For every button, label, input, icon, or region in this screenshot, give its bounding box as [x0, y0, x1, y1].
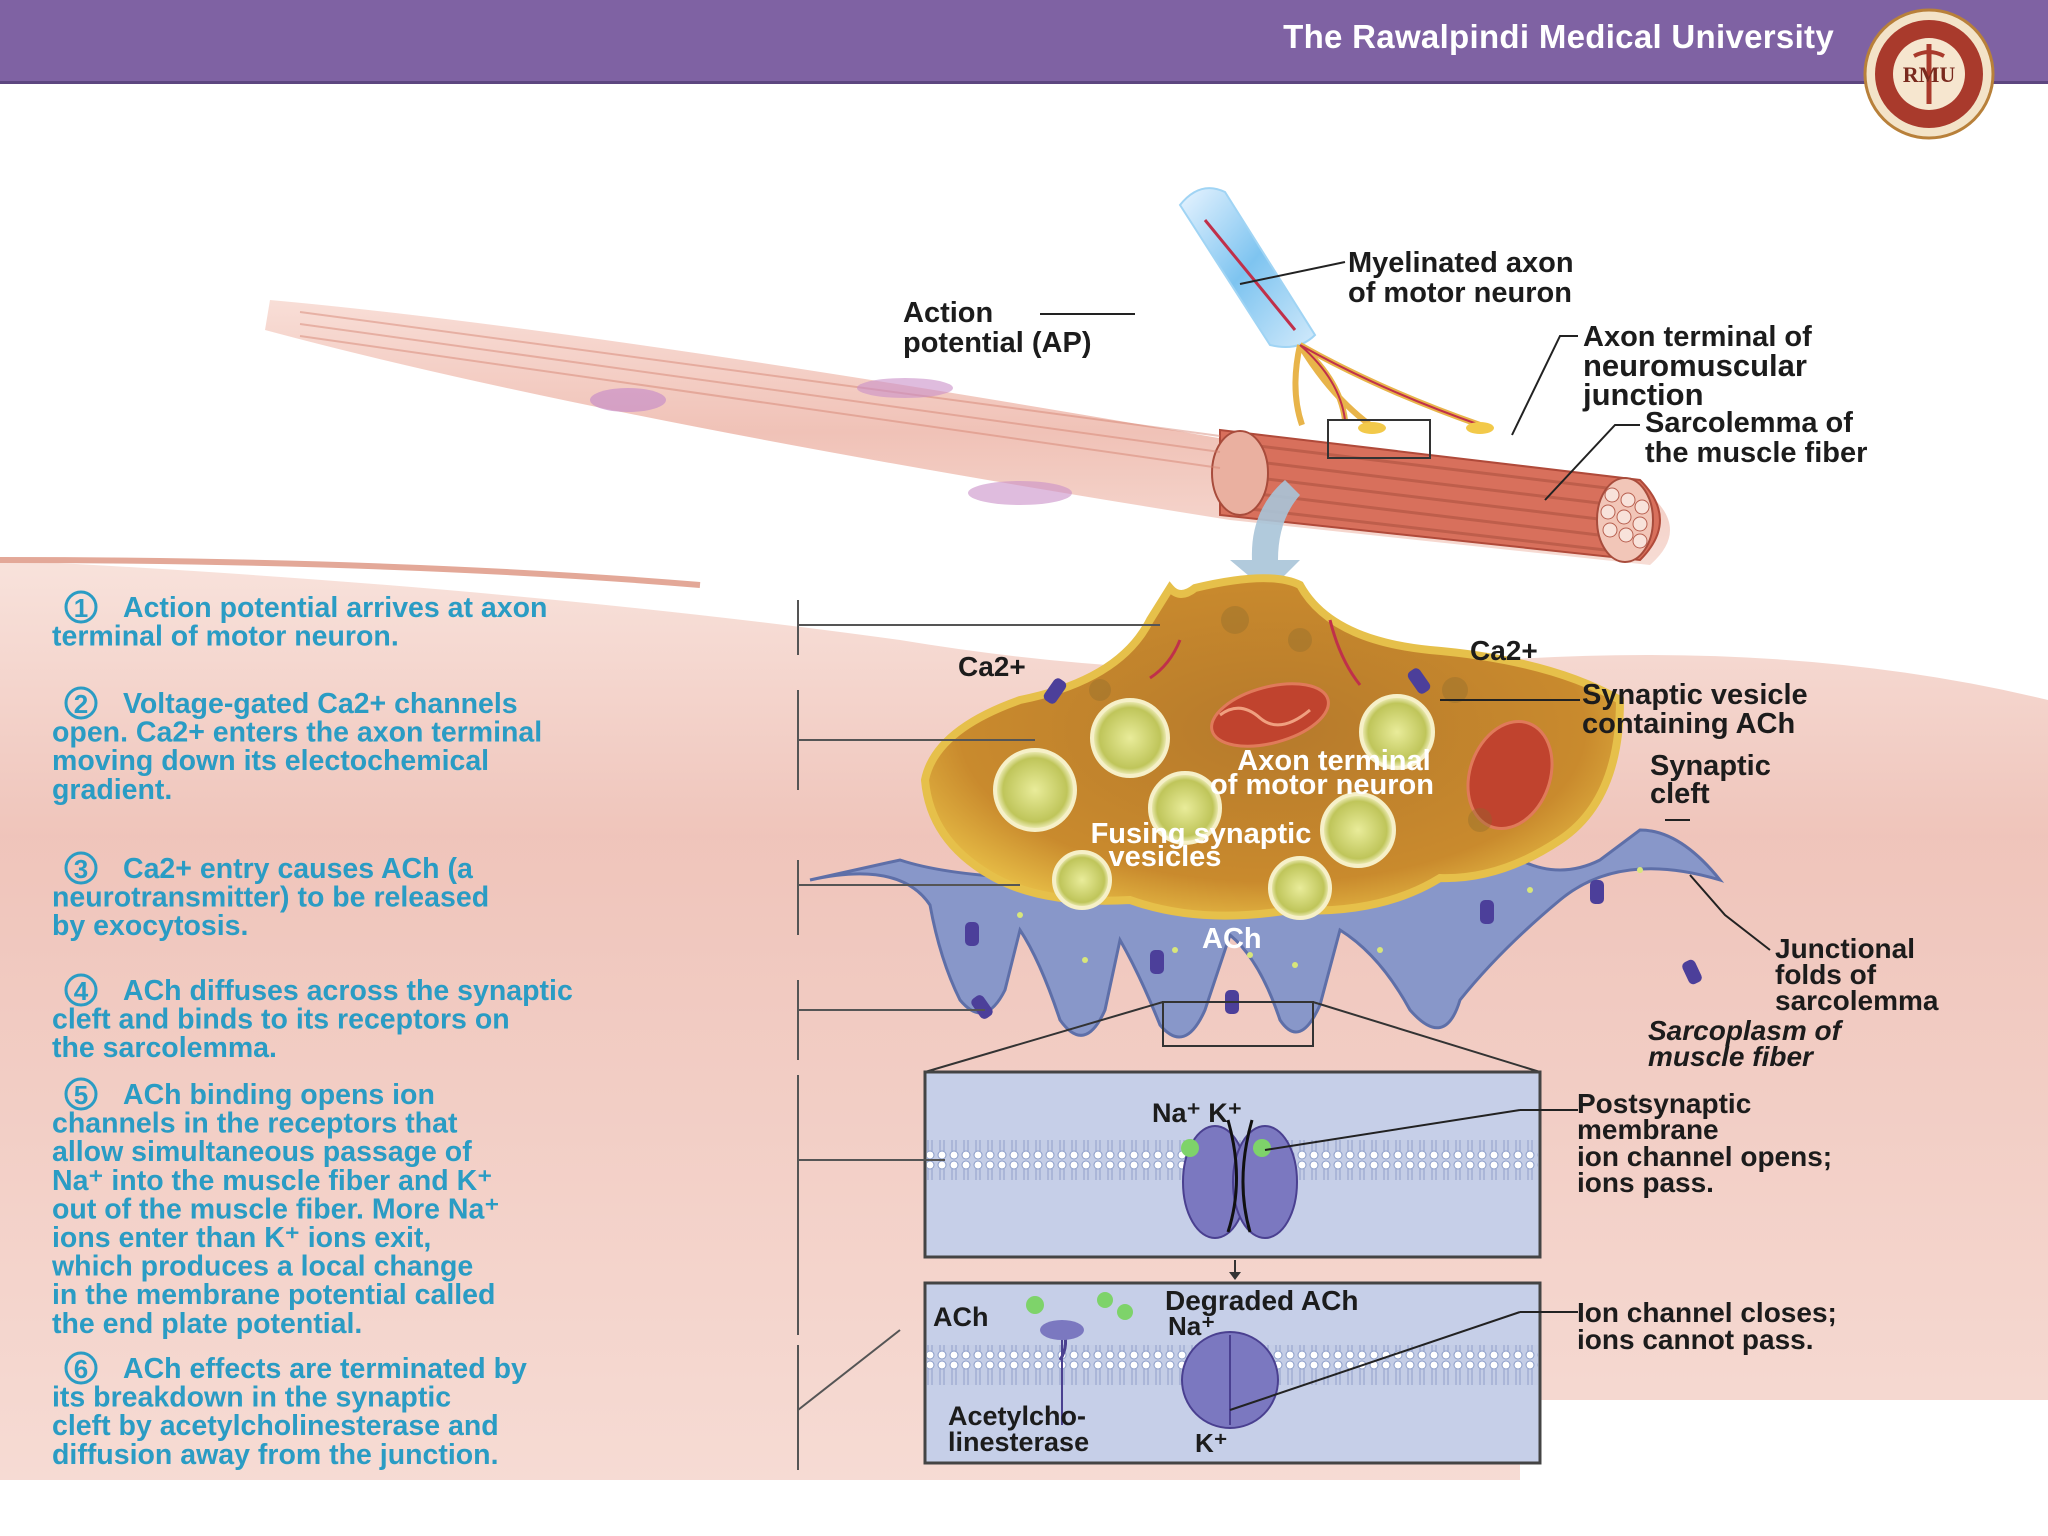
step-text-line: ACh effects are terminated by — [123, 1353, 527, 1385]
label-na-k: Na⁺ K⁺ — [1152, 1098, 1242, 1128]
step-text-line: ACh diffuses across the synaptic — [123, 975, 573, 1007]
step-1: 1 Action potential arrives at axontermina… — [52, 590, 547, 653]
label-na-inset: Na⁺ — [1168, 1311, 1215, 1341]
step-number-circle — [64, 973, 98, 1007]
label-postsynaptic: Postsynaptic membrane ion channel opens;… — [1577, 1088, 1840, 1198]
step-text-line: Action potential arrives at axon — [123, 592, 547, 624]
step-text-line: ACh binding opens ion — [123, 1079, 435, 1111]
label-degraded-ach: Degraded ACh — [1165, 1285, 1358, 1316]
label-acetylcholinesterase: Acetylcho- linesterase — [948, 1401, 1094, 1457]
step-number: 6 — [74, 1354, 88, 1384]
svg-text:RMU: RMU — [1903, 62, 1956, 87]
step-number: 5 — [74, 1080, 88, 1110]
header-bar: The Rawalpindi Medical University — [0, 0, 2048, 84]
step-number-circle — [64, 1351, 98, 1385]
step-text-line: neurotransmitter) to be released — [52, 882, 489, 914]
step-number: 1 — [74, 593, 88, 623]
axon-terminal — [920, 574, 1625, 920]
myelinated-axon — [1178, 187, 1494, 459]
label-sarcolemma: Sarcolemma of the muscle fiber — [1645, 407, 1867, 469]
step-text-line: gradient. — [52, 774, 172, 806]
step-text-line: cleft by acetylcholinesterase and — [52, 1410, 499, 1442]
inset-ion-channel-open — [923, 1070, 1542, 1259]
step-number-circle — [64, 686, 98, 720]
label-junctional-folds: Junctional folds of sarcolemma — [1775, 933, 1939, 1016]
label-action-potential: Action potential (AP) — [903, 297, 1092, 359]
muscle-fiber — [265, 300, 1670, 565]
header-title: The Rawalpindi Medical University — [1283, 18, 1834, 55]
label-ca-right: Ca2+ — [1470, 635, 1538, 666]
step-text-line: the end plate potential. — [52, 1308, 362, 1340]
university-logo: RMU — [1863, 8, 1995, 140]
label-sarcoplasm: Sarcoplasm of muscle fiber — [1648, 1015, 1849, 1072]
label-axon-terminal-motor: Axon terminal of motor neuron — [1210, 745, 1439, 801]
label-synaptic-vesicle: Synaptic vesicle containing ACh — [1582, 679, 1816, 740]
label-ach-inset: ACh — [933, 1302, 989, 1332]
step-text-line: its breakdown in the synaptic — [52, 1382, 451, 1414]
step-number: 3 — [74, 854, 88, 884]
label-axon-terminal-nmj: Axon terminal of neuromuscular junction — [1582, 321, 1820, 412]
step-text-line: moving down its electochemical — [52, 745, 489, 777]
step-text-line: Ca2+ entry causes ACh (a — [123, 853, 474, 885]
step-number: 2 — [74, 689, 88, 719]
step-number: 4 — [74, 976, 89, 1006]
steps-list: 1 Action potential arrives at axontermina… — [51, 590, 573, 1471]
step-text-line: ions enter than K⁺ ions exit, — [52, 1222, 431, 1254]
label-fusing-vesicles: Fusing synaptic vesicles — [1091, 818, 1320, 873]
step-text-line: Na⁺ into the muscle fiber and K⁺ — [52, 1165, 492, 1197]
step-number-circle — [64, 1077, 98, 1111]
step-text-line: cleft and binds to its receptors on — [52, 1004, 510, 1036]
label-ca-left: Ca2+ — [958, 651, 1026, 682]
step-text-line: which produces a local change — [51, 1251, 473, 1283]
step-number-circle — [64, 590, 98, 624]
inset-ion-channel-closed — [923, 1281, 1542, 1465]
step-text-line: out of the muscle fiber. More Na⁺ — [52, 1193, 499, 1225]
step-text-line: Voltage-gated Ca2+ channels — [123, 688, 518, 720]
step-text-line: the sarcolemma. — [52, 1032, 277, 1064]
step-text-line: open. Ca2+ enters the axon terminal — [52, 717, 542, 749]
step-text-line: allow simultaneous passage of — [52, 1136, 472, 1168]
step-text-line: by exocytosis. — [52, 910, 248, 942]
step-text-line: in the membrane potential called — [52, 1279, 495, 1311]
step-text-line: diffusion away from the junction. — [52, 1439, 499, 1471]
step-text-line: terminal of motor neuron. — [52, 621, 399, 653]
step-number-circle — [64, 851, 98, 885]
step-text-line: channels in the receptors that — [52, 1108, 458, 1140]
label-ach: ACh — [1202, 923, 1262, 955]
label-myelinated-axon: Myelinated axon of motor neuron — [1348, 247, 1582, 309]
label-ion-channel-closes: Ion channel closes; ions cannot pass. — [1577, 1297, 1845, 1355]
zoom-arrow — [1230, 480, 1300, 592]
label-synaptic-cleft: Synaptic cleft — [1650, 750, 1779, 810]
label-k-inset: K⁺ — [1195, 1428, 1228, 1458]
step-3: 3 Ca2+ entry causes ACh (aneurotransmitte… — [52, 851, 489, 942]
